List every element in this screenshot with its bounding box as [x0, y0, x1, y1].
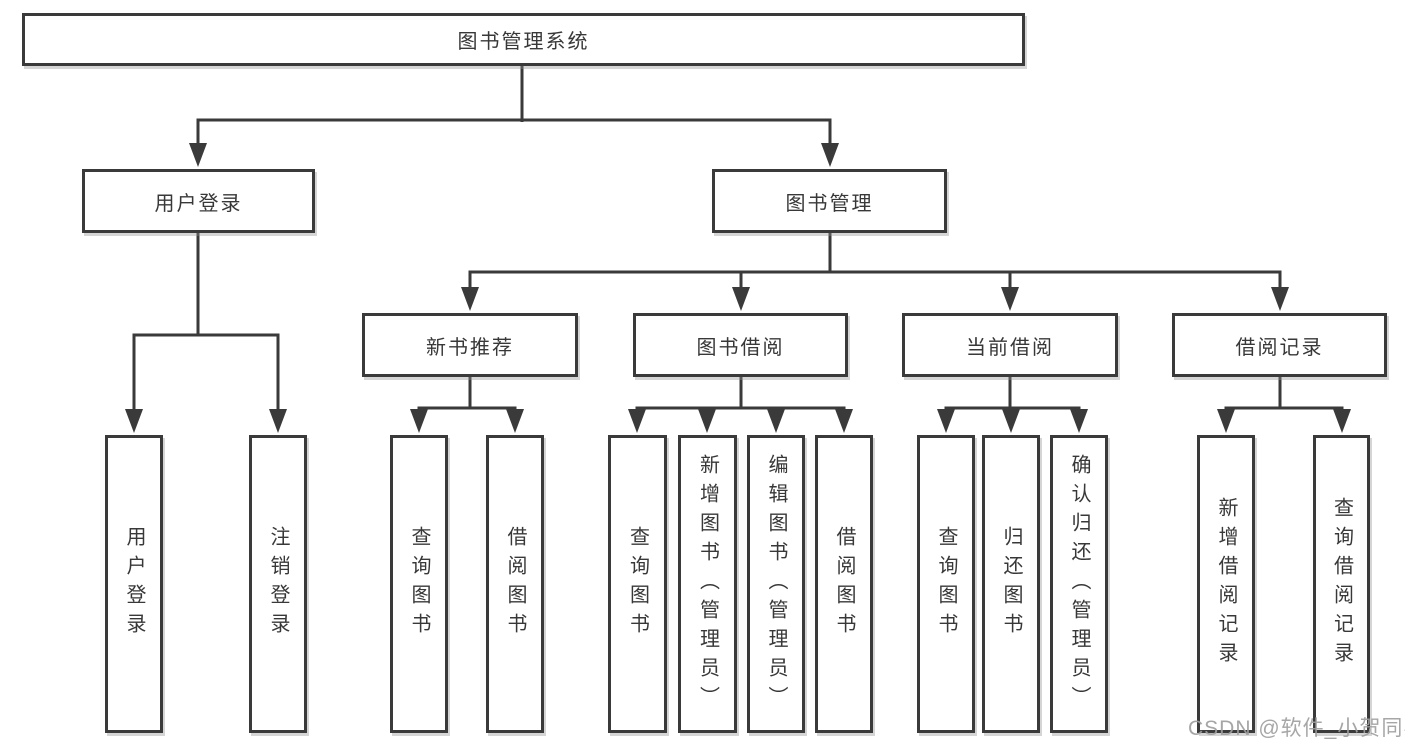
arrowheads [125, 143, 1351, 433]
node-user-login: 用户登录 [82, 169, 315, 233]
node-book-borrowing: 图书借阅 [633, 313, 848, 377]
leaf-borrow-books-recommend: 借阅图书 [486, 435, 544, 733]
leaf-confirm-return-admin: 确认归还（管理员） [1050, 435, 1108, 733]
leaf-add-borrow-record: 新增借阅记录 [1197, 435, 1255, 733]
leaf-query-books-current: 查询图书 [917, 435, 975, 733]
leaf-user-login: 用户登录 [105, 435, 163, 733]
leaf-borrow-books: 借阅图书 [815, 435, 873, 733]
node-current-borrowing: 当前借阅 [902, 313, 1118, 377]
leaf-return-books: 归还图书 [982, 435, 1040, 733]
watermark: CSDN @软件_小贺同学 [1188, 717, 1405, 740]
leaf-query-borrow-record: 查询借阅记录 [1313, 435, 1370, 733]
leaf-query-books-recommend: 查询图书 [390, 435, 448, 733]
leaf-logout: 注销登录 [249, 435, 307, 733]
node-borrowing-records: 借阅记录 [1172, 313, 1387, 377]
node-book-management: 图书管理 [712, 169, 947, 233]
node-library-management-system: 图书管理系统 [22, 13, 1025, 66]
leaf-edit-books-admin: 编辑图书（管理员） [747, 435, 805, 733]
leaf-query-books-borrow: 查询图书 [608, 435, 667, 733]
node-new-book-recommendation: 新书推荐 [362, 313, 578, 377]
leaf-add-books-admin: 新增图书（管理员） [678, 435, 737, 733]
